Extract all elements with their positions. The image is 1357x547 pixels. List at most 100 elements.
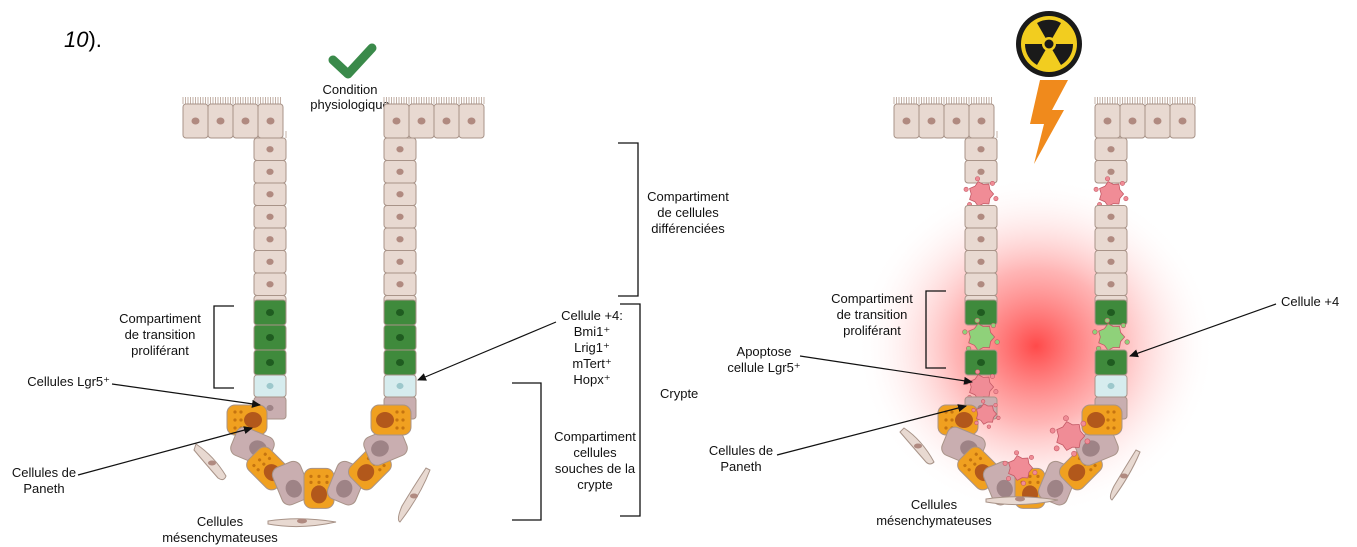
apoptotic-base-cell-fragment bbox=[1081, 421, 1086, 426]
villus-cell-nucleus bbox=[953, 118, 961, 125]
villus-cell-nucleus bbox=[903, 118, 911, 125]
apoptotic-base-cell-fragment bbox=[981, 400, 985, 404]
apoptotic-base-cell-fragment bbox=[1063, 416, 1068, 421]
radiation-icon bbox=[1016, 11, 1082, 77]
differentiated-cell-nucleus bbox=[977, 169, 984, 175]
apoptotic-lgr5-cell-fragment bbox=[994, 389, 998, 393]
villus-cell-nucleus bbox=[192, 118, 200, 125]
differentiated-cell-nucleus bbox=[396, 259, 403, 265]
svg-text:Cellule +4:: Cellule +4: bbox=[561, 308, 623, 323]
stem-bracket bbox=[512, 383, 541, 520]
svg-text:Hopx⁺: Hopx⁺ bbox=[573, 372, 610, 387]
plus4-cell-nucleus bbox=[1107, 383, 1114, 389]
apoptotic-base-cell-fragment bbox=[1050, 428, 1055, 433]
svg-text:mésenchymateuses: mésenchymateuses bbox=[876, 513, 992, 528]
apoptotic-base-cell-fragment bbox=[1029, 455, 1033, 459]
svg-text:souches de la: souches de la bbox=[555, 461, 636, 476]
differentiated-cell-nucleus bbox=[977, 214, 984, 220]
apoptotic-base-cell-fragment bbox=[1085, 439, 1090, 444]
differentiated-cell-nucleus bbox=[1107, 214, 1114, 220]
paneth-granule bbox=[944, 426, 947, 429]
proliferative-cell-nucleus bbox=[977, 309, 985, 316]
apoptotic-proliferative-cell-fragment bbox=[1125, 340, 1130, 345]
differentiated-cell-nucleus bbox=[266, 146, 273, 152]
proliferative-cell-nucleus bbox=[266, 334, 274, 341]
footnote-ref: 10). bbox=[64, 27, 102, 52]
paneth-granule bbox=[944, 418, 947, 421]
lgr5-cell-nucleus bbox=[266, 383, 273, 389]
apoptotic-cell-fragment bbox=[964, 187, 968, 191]
stem-cell-nucleus bbox=[266, 405, 273, 411]
paneth-label-right: Cellules de Paneth bbox=[709, 443, 773, 474]
apoptotic-proliferative-cell-fragment bbox=[963, 330, 968, 335]
paneth-granule bbox=[233, 418, 236, 421]
svg-text:Bmi1⁺: Bmi1⁺ bbox=[574, 324, 610, 339]
transition-bracket-left bbox=[214, 306, 234, 388]
apoptotic-cell-fragment bbox=[975, 177, 979, 181]
svg-text:de transition: de transition bbox=[125, 327, 196, 342]
differentiated-cell-nucleus bbox=[396, 236, 403, 242]
proliferative-cell-nucleus bbox=[977, 359, 985, 366]
mesenchymal-label-2: mésenchymateuses bbox=[162, 530, 278, 545]
lgr5-label: Cellules Lgr5⁺ bbox=[27, 374, 110, 389]
svg-text:de cellules: de cellules bbox=[657, 205, 719, 220]
proliferative-cell-nucleus bbox=[266, 309, 274, 316]
cell-nucleus bbox=[376, 412, 394, 428]
apoptotic-base-cell-fragment bbox=[1054, 446, 1059, 451]
lightning-icon bbox=[1030, 80, 1068, 164]
paneth-granule bbox=[239, 410, 242, 413]
differentiated-cell-nucleus bbox=[1107, 146, 1114, 152]
paneth-granule bbox=[309, 475, 312, 478]
apoptotic-base-cell-fragment bbox=[975, 421, 979, 425]
apoptotic-base-cell-fragment bbox=[987, 425, 991, 429]
paneth-granule bbox=[239, 418, 242, 421]
paneth-granule bbox=[1036, 481, 1039, 484]
paneth-granule bbox=[395, 410, 398, 413]
paneth-granule bbox=[325, 475, 328, 478]
differentiated-cell-nucleus bbox=[396, 281, 403, 287]
villus-cell-nucleus bbox=[393, 118, 401, 125]
cell-nucleus bbox=[955, 412, 973, 428]
cell4-label-right: Cellule +4 bbox=[1281, 294, 1339, 309]
paneth-granule bbox=[950, 418, 953, 421]
checkmark-icon bbox=[333, 48, 372, 74]
differentiated-cell-nucleus bbox=[1107, 281, 1114, 287]
mesenchymal-label-1: Cellules bbox=[197, 514, 244, 529]
apoptotic-cell-fragment bbox=[1124, 196, 1128, 200]
svg-text:de transition: de transition bbox=[837, 307, 908, 322]
apoptotic-base-cell-fragment bbox=[994, 403, 998, 407]
paneth-granule bbox=[317, 481, 320, 484]
villus-cell-nucleus bbox=[928, 118, 936, 125]
differentiated-cell-nucleus bbox=[396, 169, 403, 175]
paneth-granule bbox=[317, 475, 320, 478]
paneth-granule bbox=[1106, 418, 1109, 421]
transition-label-left: Compartiment de transition proliférant bbox=[119, 311, 201, 358]
condition-label-2: physiologique bbox=[310, 97, 390, 112]
stem-compartment-label: Compartiment cellules souches de la cryp… bbox=[554, 429, 636, 492]
villus-cell-nucleus bbox=[978, 118, 986, 125]
differentiated-cell-nucleus bbox=[1107, 259, 1114, 265]
paneth-label-1: Cellules de bbox=[12, 465, 76, 480]
apoptotic-cell-fragment bbox=[1120, 181, 1124, 185]
villus-cell-nucleus bbox=[1129, 118, 1137, 125]
paneth-label-2: Paneth bbox=[23, 481, 64, 496]
differentiated-cell-nucleus bbox=[977, 281, 984, 287]
differentiated-label: Compartiment de cellules différenciées bbox=[647, 189, 729, 236]
svg-text:Cellules: Cellules bbox=[911, 497, 958, 512]
paneth-granule bbox=[1028, 475, 1031, 478]
paneth-granule bbox=[395, 418, 398, 421]
cell4-arrow bbox=[418, 322, 556, 380]
differentiated-bracket bbox=[618, 143, 638, 296]
paneth-granule bbox=[309, 481, 312, 484]
villus-cell-nucleus bbox=[1104, 118, 1112, 125]
left-panel: Condition physiologique Compartiment de … bbox=[12, 48, 729, 545]
apoptotic-proliferative-cell-fragment bbox=[1121, 323, 1126, 328]
right-panel: Compartiment de transition proliférant A… bbox=[709, 11, 1339, 528]
apoptotic-cell-fragment bbox=[1105, 177, 1109, 181]
paneth-granule bbox=[233, 410, 236, 413]
paneth-granule bbox=[1036, 475, 1039, 478]
paneth-granule bbox=[401, 418, 404, 421]
proliferative-cell-nucleus bbox=[396, 309, 404, 316]
villus-cell-nucleus bbox=[443, 118, 451, 125]
differentiated-cell-nucleus bbox=[266, 191, 273, 197]
